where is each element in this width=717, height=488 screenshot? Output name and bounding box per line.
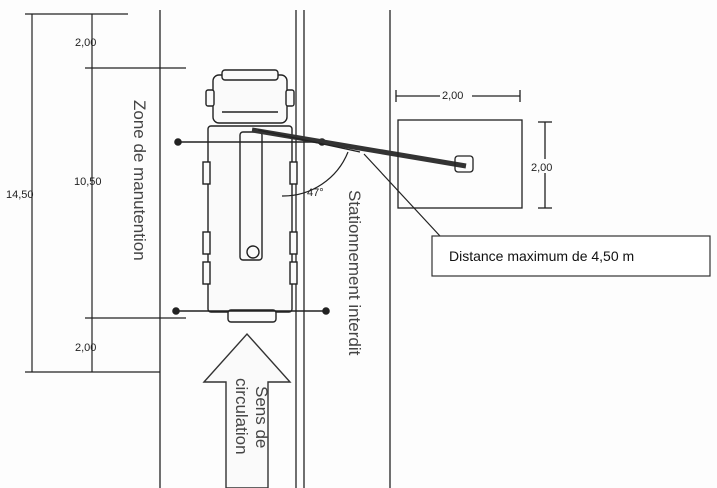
- callout-leader: [363, 153, 441, 237]
- pad-height-label-bg: [529, 159, 561, 173]
- wheel-rear-right: [289, 261, 298, 285]
- traffic-arrow: Sens de circulation: [202, 332, 292, 488]
- truck-mirror-right: [285, 89, 295, 107]
- wheel-front-left: [202, 161, 211, 185]
- traffic-direction-line2: circulation: [232, 378, 251, 455]
- wheel-rear-left: [202, 261, 211, 285]
- road-lines: [159, 10, 391, 488]
- crane-hook: [246, 245, 260, 259]
- outrigger-pad-rl: [172, 307, 180, 315]
- boom-reference-line: [257, 129, 361, 153]
- load-object: [454, 155, 474, 173]
- pad-width-label: 2,00: [442, 90, 463, 102]
- callout-text: Distance maximum de 4,50 m: [449, 248, 634, 264]
- callout-box: [431, 235, 711, 277]
- wheel-mid-left: [202, 231, 211, 255]
- pad-height-label: 2,00: [531, 162, 552, 174]
- load-pad-area: [397, 119, 523, 209]
- truck-rear-step: [227, 309, 277, 323]
- traffic-direction-line1: Sens de: [252, 386, 271, 448]
- angle-label: 47°: [307, 187, 324, 199]
- outrigger-pad-rr: [322, 307, 330, 315]
- wheel-front-right: [289, 161, 298, 185]
- angle-arc: [281, 151, 349, 197]
- truck-bumper: [221, 69, 279, 81]
- crane-boom-extended: 47°: [251, 127, 467, 199]
- pad-width-label-bg: [440, 88, 472, 102]
- callout: Distance maximum de 4,50 m: [363, 153, 711, 277]
- dim-left-middle: 10,50: [74, 176, 102, 188]
- truck-body: [207, 125, 293, 313]
- dim-left-top: 2,00: [75, 37, 96, 49]
- outrigger-pad-fl: [174, 138, 182, 146]
- truck: [202, 69, 298, 323]
- handling-zone-label: Zone de manutention: [130, 100, 149, 261]
- load-pad: [395, 90, 552, 209]
- left-dimensions: [25, 13, 186, 373]
- crane-folded-boom: [239, 131, 263, 261]
- dim-left-total: 14,50: [6, 189, 34, 201]
- no-parking-label: Stationnement interdit: [345, 190, 364, 356]
- dim-left-bottom: 2,00: [75, 342, 96, 354]
- traffic-direction-arrow: [202, 332, 292, 488]
- wheel-mid-right: [289, 231, 298, 255]
- truck-mirror-left: [205, 89, 215, 107]
- truck-cab: [212, 74, 288, 124]
